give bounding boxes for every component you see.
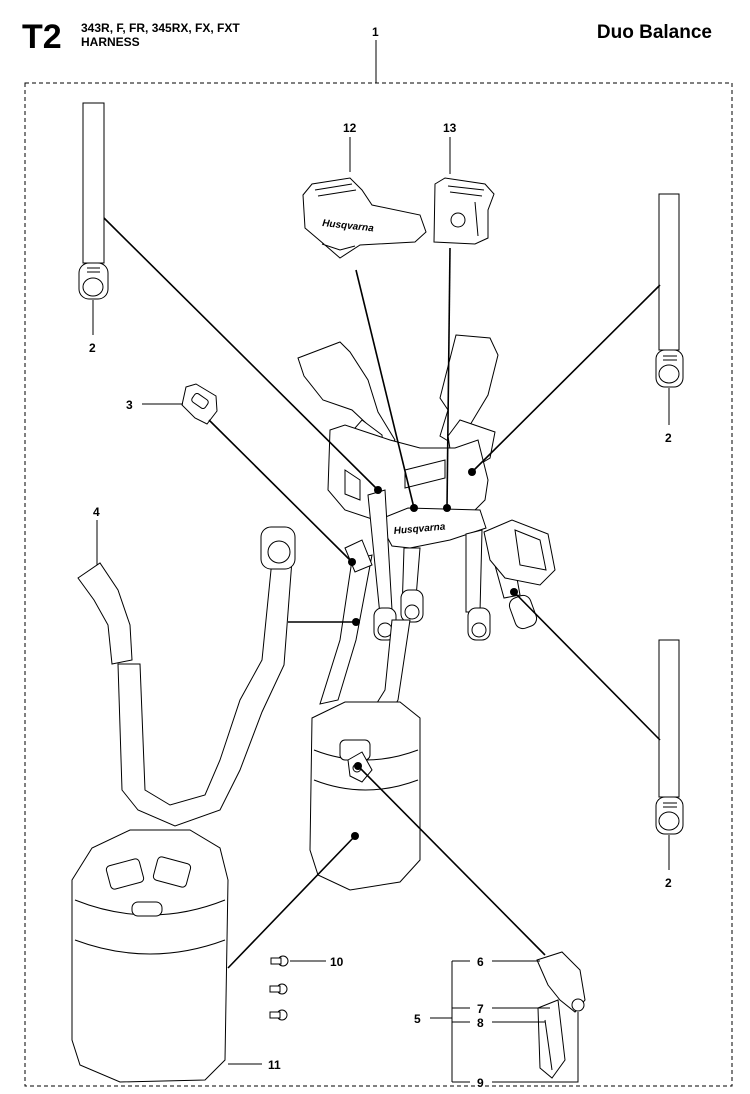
callout-2a: 2 bbox=[89, 341, 96, 355]
callout-10: 10 bbox=[330, 955, 344, 969]
strap-part-2-right-upper bbox=[655, 193, 684, 388]
page-code: T2 bbox=[22, 18, 62, 56]
brand-logo-harness: Husqvarna bbox=[393, 521, 446, 537]
assembly-frame bbox=[24, 82, 733, 1087]
callout-5: 5 bbox=[414, 1012, 421, 1026]
bag-upper bbox=[309, 701, 421, 891]
callout-3: 3 bbox=[126, 398, 133, 412]
callout-13: 13 bbox=[443, 121, 457, 135]
callout-9: 9 bbox=[477, 1076, 484, 1090]
leader-dots bbox=[348, 468, 518, 840]
section-title: HARNESS bbox=[81, 35, 140, 49]
strap-part-2-right-lower bbox=[655, 639, 684, 835]
brand-logo-pad: Husqvarna bbox=[322, 218, 375, 234]
strap-part-2-left bbox=[78, 102, 109, 300]
hose-part-4 bbox=[77, 526, 296, 827]
clip-part-5-detail bbox=[536, 951, 586, 1079]
product-title: Duo Balance bbox=[596, 22, 712, 43]
model-list: 343R, F, FR, 345RX, FX, FXT bbox=[81, 21, 240, 35]
callout-4: 4 bbox=[93, 505, 100, 519]
callout-11: 11 bbox=[268, 1058, 281, 1072]
callout-7: 7 bbox=[477, 1002, 484, 1016]
callout-6: 6 bbox=[477, 955, 484, 969]
shoulder-pad-part-13 bbox=[433, 177, 495, 245]
callout-1: 1 bbox=[372, 25, 379, 39]
screws-part-10 bbox=[269, 955, 289, 1021]
callout-2b: 2 bbox=[665, 431, 672, 445]
shoulder-pad-part-12 bbox=[302, 177, 427, 259]
bag-part-11 bbox=[71, 829, 229, 1083]
callout-2c: 2 bbox=[665, 876, 672, 890]
callout-8: 8 bbox=[477, 1016, 484, 1030]
callout-12: 12 bbox=[343, 121, 357, 135]
buckle-part-3 bbox=[181, 383, 218, 425]
leader-lines bbox=[103, 217, 661, 969]
